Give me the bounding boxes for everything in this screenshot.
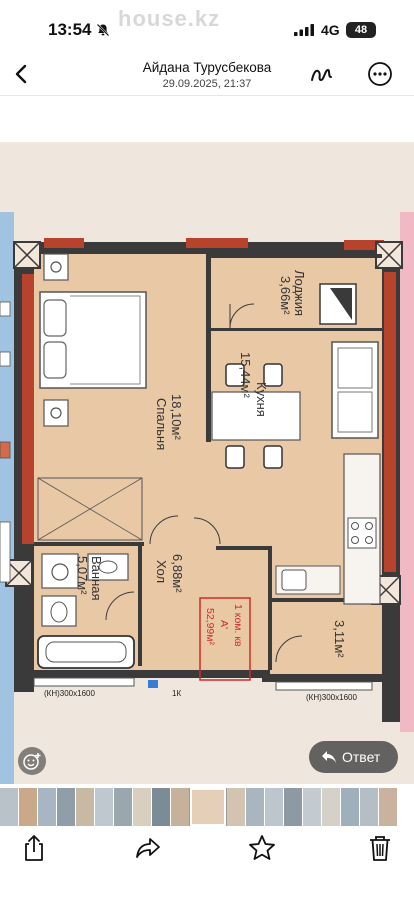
chat-media-header: Айдана Турусбекова 29.09.2025, 21:37 xyxy=(0,56,414,96)
reply-button[interactable]: Ответ xyxy=(309,741,398,773)
thumbnail[interactable] xyxy=(171,788,189,826)
kitchen-name: Кухня xyxy=(254,382,269,417)
battery-icon: 48 xyxy=(346,22,376,38)
kitchen-area: 15,44м² xyxy=(238,352,253,398)
bell-off-icon xyxy=(96,23,110,37)
window-tag-right: (КН)300х1600 xyxy=(306,693,357,702)
image-viewer[interactable]: Лоджия 3,66м² Кухня 15,44м² 18,10м² Спал… xyxy=(0,96,414,784)
back-chevron-icon[interactable] xyxy=(8,58,36,90)
markup-icon[interactable] xyxy=(308,61,336,87)
reply-arrow-icon xyxy=(322,751,336,763)
thumbnail[interactable] xyxy=(227,788,245,826)
star-icon[interactable] xyxy=(246,832,278,864)
stamp-line-1: 1 ком. кв xyxy=(232,604,244,647)
status-time: 13:54 xyxy=(48,20,92,39)
share-icon[interactable] xyxy=(18,832,50,864)
thumbnail[interactable] xyxy=(360,788,378,826)
status-watermark: house.kz xyxy=(118,6,221,31)
stamp-line-3: 52,99м² xyxy=(204,608,216,645)
reply-label: Ответ xyxy=(342,749,381,765)
forward-icon[interactable] xyxy=(132,832,164,864)
more-options-icon[interactable] xyxy=(366,60,394,88)
bathroom-name: Ванная xyxy=(89,556,104,601)
thumbnail[interactable] xyxy=(76,788,94,826)
thumbnail[interactable] xyxy=(95,788,113,826)
floor-plan-image[interactable]: Лоджия 3,66м² Кухня 15,44м² 18,10м² Спал… xyxy=(0,142,414,784)
network-type: 4G xyxy=(321,22,340,38)
add-reaction-button[interactable] xyxy=(18,747,46,775)
thumbnail[interactable] xyxy=(265,788,283,826)
bedroom-area: 18,10м² xyxy=(169,394,184,440)
smiley-plus-icon xyxy=(23,753,41,770)
bedroom-name: Спальня xyxy=(154,398,169,451)
bottom-toolbar xyxy=(0,826,414,900)
status-bar: house.kz 13:54 4G 48 xyxy=(0,0,414,56)
thumbnail[interactable] xyxy=(133,788,151,826)
thumbnail[interactable] xyxy=(152,788,170,826)
thumbnail-active[interactable] xyxy=(189,788,227,826)
trash-icon[interactable] xyxy=(364,832,396,864)
thumbnail[interactable] xyxy=(19,788,37,826)
thumbnail[interactable] xyxy=(379,788,397,826)
thumbnail[interactable] xyxy=(0,788,18,826)
loggia-area: 3,66м² xyxy=(278,276,293,315)
thumbnail[interactable] xyxy=(284,788,302,826)
thumbnail[interactable] xyxy=(322,788,340,826)
loggia-name: Лоджия xyxy=(292,270,307,317)
thumbnail[interactable] xyxy=(57,788,75,826)
bathroom-area: 5,07м² xyxy=(75,556,90,595)
hall-name: Хол xyxy=(154,560,169,584)
stamp-line-2: А' xyxy=(218,620,230,630)
message-datetime: 29.09.2025, 21:37 xyxy=(162,78,252,90)
thumbnail[interactable] xyxy=(38,788,56,826)
thumbnail[interactable] xyxy=(341,788,359,826)
thumbnail[interactable] xyxy=(114,788,132,826)
hall-area: 6,88м² xyxy=(170,554,185,593)
signal-icon xyxy=(294,24,314,36)
storage-area: 3,11м² xyxy=(332,620,347,658)
door-tag: 1К xyxy=(172,689,182,698)
thumbnail-strip[interactable] xyxy=(0,788,414,826)
thumbnail[interactable] xyxy=(246,788,264,826)
thumbnail[interactable] xyxy=(303,788,321,826)
floor-plan-drawing xyxy=(0,142,414,784)
window-tag-left: (КН)300х1600 xyxy=(44,689,95,698)
sender-name: Айдана Турусбекова xyxy=(142,60,272,75)
